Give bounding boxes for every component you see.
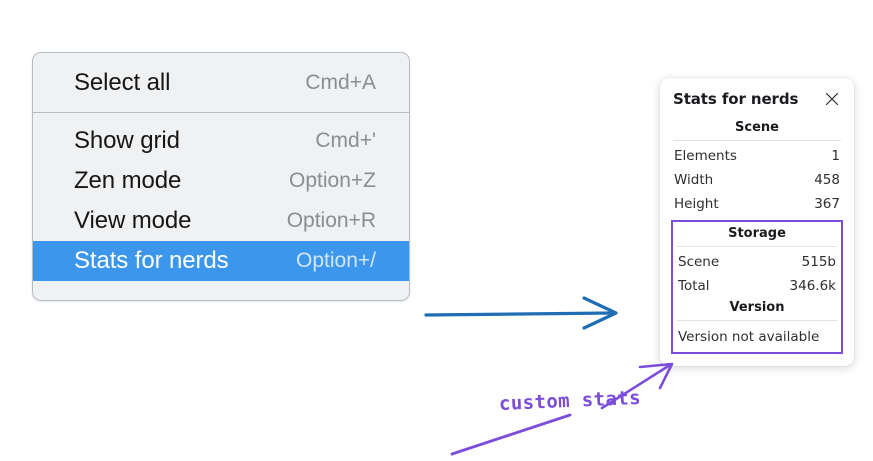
version-heading: Version — [729, 300, 785, 315]
menu-separator — [33, 112, 409, 113]
menu-group-1: Select all Cmd+A — [33, 53, 409, 112]
stats-section-storage: Storage Scene 515b Total 346.6k — [675, 224, 839, 298]
stats-row-elements: Elements 1 — [671, 144, 843, 168]
scene-heading: Scene — [735, 120, 779, 135]
storage-heading: Storage — [728, 226, 786, 241]
stats-row-storage-scene: Scene 515b — [675, 250, 839, 274]
row-value: 458 — [814, 172, 840, 188]
menu-item-shortcut: Cmd+' — [315, 129, 376, 152]
row-value: 367 — [814, 196, 840, 212]
menu-item-shortcut: Option+/ — [296, 249, 376, 272]
row-label: Total — [678, 278, 710, 294]
close-icon[interactable] — [823, 90, 841, 108]
menu-item-label: Show grid — [74, 127, 180, 154]
section-divider — [673, 140, 841, 141]
purple-arrow — [600, 362, 674, 410]
custom-stats-highlight-region: Storage Scene 515b Total 346.6k Version … — [671, 220, 843, 354]
stats-section-scene: Scene Elements 1 Width 458 Height 367 — [671, 118, 843, 216]
menu-item-label: Select all — [74, 69, 171, 96]
context-menu: Select all Cmd+A Show grid Cmd+' Zen mod… — [32, 52, 410, 301]
menu-item-label: Zen mode — [74, 167, 182, 194]
section-divider — [677, 246, 837, 247]
menu-item-label: View mode — [74, 207, 192, 234]
row-label: Elements — [674, 148, 737, 164]
row-value: 346.6k — [789, 278, 836, 294]
stats-row-storage-total: Total 346.6k — [675, 274, 839, 298]
menu-item-shortcut: Cmd+A — [305, 71, 376, 94]
row-label: Scene — [678, 254, 720, 270]
blue-arrow — [424, 296, 618, 330]
row-label: Width — [674, 172, 714, 188]
menu-item-select-all[interactable]: Select all Cmd+A — [33, 63, 409, 103]
stats-section-version: Version Version not available — [675, 298, 839, 348]
menu-item-shortcut: Option+Z — [289, 169, 376, 192]
row-label: Height — [674, 196, 719, 212]
row-value: 515b — [801, 254, 836, 270]
menu-group-2: Show grid Cmd+' Zen mode Option+Z View m… — [33, 113, 409, 300]
purple-underline-stroke — [450, 413, 572, 456]
section-divider — [677, 320, 837, 321]
menu-item-show-grid[interactable]: Show grid Cmd+' — [33, 121, 409, 161]
menu-item-label: Stats for nerds — [74, 247, 229, 274]
menu-item-view-mode[interactable]: View mode Option+R — [33, 201, 409, 241]
menu-footer-spacer — [33, 281, 409, 300]
stats-row-width: Width 458 — [671, 168, 843, 192]
row-value: 1 — [831, 148, 840, 164]
stats-for-nerds-panel: Stats for nerds Scene Elements 1 Width 4… — [660, 78, 854, 366]
version-value: Version not available — [678, 329, 820, 345]
stats-row-height: Height 367 — [671, 192, 843, 216]
stats-panel-title: Stats for nerds — [673, 90, 799, 108]
stats-panel-header: Stats for nerds — [671, 90, 843, 108]
menu-item-zen-mode[interactable]: Zen mode Option+Z — [33, 161, 409, 201]
menu-item-shortcut: Option+R — [286, 209, 376, 232]
menu-item-stats-for-nerds[interactable]: Stats for nerds Option+/ — [33, 241, 409, 281]
